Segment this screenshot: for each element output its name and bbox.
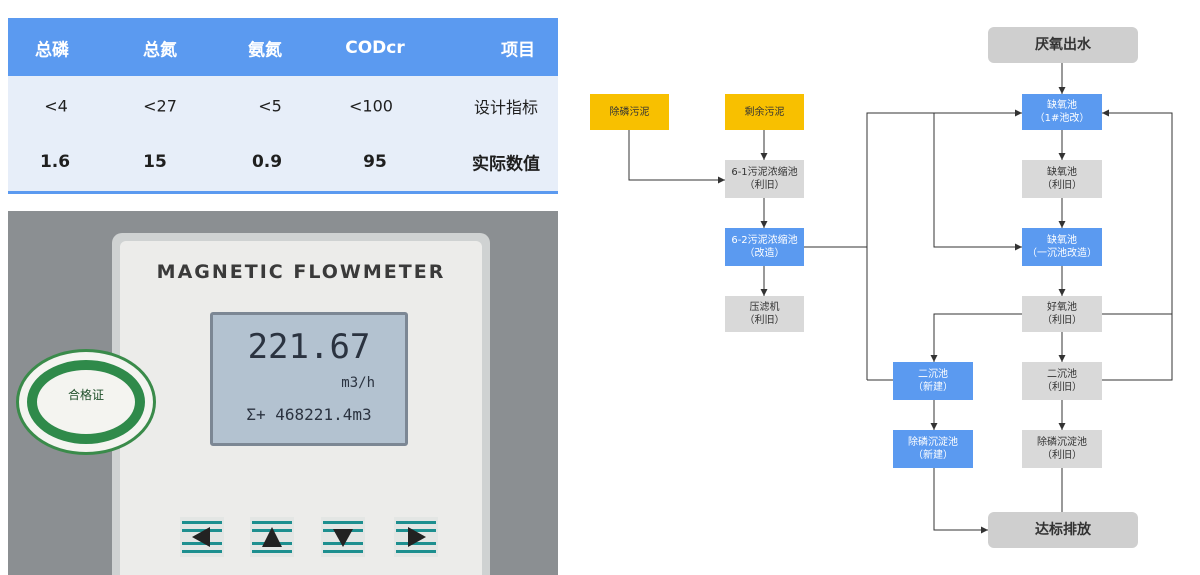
lcd-total-volume: Σ+ 468221.4m3 (246, 405, 372, 424)
treatment-data-table: 项目 CODcr 氨氮 总氮 总磷 设计指标 <100 <5 <27 <4 实际… (8, 18, 558, 194)
node-anoxic-2-title: 缺氧池 (1047, 167, 1077, 178)
node-anoxic-3: 缺氧池 （一沉池改造） (1022, 228, 1102, 266)
cell-design-total-phosphorus: <4 (44, 96, 68, 116)
up-arrow-button-icon (250, 517, 294, 557)
node-anaerobic-out-label: 厌氧出水 (1035, 36, 1091, 53)
cell-actual-ammonia: 0.9 (251, 152, 283, 172)
node-secondary-old-sub: （利旧） (1042, 382, 1082, 393)
node-secondary-old: 二沉池 （利旧） (1022, 362, 1102, 400)
node-discharge: 达标排放 (988, 512, 1138, 548)
left-arrow-button-icon (180, 517, 224, 557)
node-filter-press-title: 压滤机 (749, 302, 780, 313)
node-aerobic: 好氧池 （利旧） (1022, 296, 1102, 332)
row-actual-label: 实际数值 (472, 154, 540, 175)
certificate-seal: 合格证 (16, 349, 156, 455)
node-phosphorus-old-sub: （利旧） (1042, 450, 1082, 461)
node-phosphorus-new-title: 除磷沉淀池 (908, 437, 958, 448)
header-cod: CODcr (345, 38, 405, 58)
node-phosphorus-new-sub: （新建） (913, 450, 953, 461)
table-bottom-border (8, 191, 558, 194)
cell-design-ammonia: <5 (258, 96, 282, 116)
node-secondary-new-sub: （新建） (913, 382, 953, 393)
flowmeter-lcd: 221.67 m3/h Σ+ 468221.4m3 (210, 312, 408, 446)
node-anoxic-1: 缺氧池 （1#池改） (1022, 94, 1102, 130)
node-thickener-1: 6-1污泥浓缩池 （利旧） (725, 160, 804, 198)
cell-actual-cod: 95 (363, 152, 387, 172)
node-secondary-old-title: 二沉池 (1047, 369, 1077, 380)
node-phosphorus-sludge-label: 除磷污泥 (609, 106, 650, 118)
node-phosphorus-old: 除磷沉淀池 （利旧） (1022, 430, 1102, 468)
node-anoxic-1-sub: （1#池改） (1034, 113, 1090, 124)
node-filter-press-sub: （利旧） (744, 315, 785, 326)
node-phosphorus-new: 除磷沉淀池 （新建） (893, 430, 973, 468)
lcd-flow-rate: 221.67 (247, 327, 371, 367)
node-phosphorus-sludge: 除磷污泥 (590, 94, 669, 130)
arrow-sec-old-return (1102, 109, 1173, 381)
lcd-flow-unit: m3/h (341, 375, 375, 391)
cell-actual-total-nitrogen: 15 (143, 152, 167, 172)
node-anoxic-3-sub: （一沉池改造） (1027, 248, 1097, 259)
enter-arrow-button-icon (394, 517, 438, 557)
node-residual-sludge-label: 剩余污泥 (744, 106, 785, 118)
arrow-aerobic-to-sec-new (930, 313, 1022, 362)
node-thickener-2: 6-2污泥浓缩池 （改造） (725, 228, 804, 266)
arrow-p-new-to-discharge (933, 468, 988, 534)
node-anoxic-1-title: 缺氧池 (1047, 100, 1077, 111)
node-discharge-label: 达标排放 (1035, 521, 1091, 538)
arrow-return-to-anoxic1 (866, 109, 1022, 380)
node-aerobic-title: 好氧池 (1047, 302, 1077, 313)
node-anaerobic-out: 厌氧出水 (988, 27, 1138, 63)
table-header-row (8, 18, 558, 76)
node-anoxic-2-sub: （利旧） (1042, 180, 1082, 191)
arrow-psludge-to-thick1 (628, 130, 725, 184)
cell-design-total-nitrogen: <27 (143, 96, 177, 116)
node-thickener-1-title: 6-1污泥浓缩池 (731, 167, 798, 178)
header-ammonia: 氨氮 (248, 40, 282, 61)
header-item: 项目 (501, 40, 535, 61)
node-thickener-2-sub: （改造） (744, 248, 785, 259)
header-total-nitrogen: 总氮 (143, 40, 177, 61)
arrow-return-to-anoxic3 (933, 113, 1022, 251)
node-thickener-1-sub: （利旧） (744, 180, 785, 191)
line-thick2-to-bus (804, 113, 868, 248)
flowmeter-brand-label: MAGNETIC FLOWMETER (156, 261, 446, 283)
cell-actual-total-phosphorus: 1.6 (39, 152, 71, 172)
cell-design-cod: <100 (349, 96, 393, 116)
node-secondary-new: 二沉池 （新建） (893, 362, 973, 400)
node-aerobic-sub: （利旧） (1042, 315, 1082, 326)
node-phosphorus-old-title: 除磷沉淀池 (1037, 437, 1087, 448)
node-anoxic-3-title: 缺氧池 (1047, 235, 1077, 246)
row-design-label: 设计指标 (473, 98, 539, 117)
header-total-phosphorus: 总磷 (35, 40, 69, 61)
node-thickener-2-title: 6-2污泥浓缩池 (731, 235, 798, 246)
down-arrow-button-icon (321, 517, 365, 557)
node-filter-press: 压滤机 （利旧） (725, 296, 804, 332)
node-anoxic-2: 缺氧池 （利旧） (1022, 160, 1102, 198)
flowmeter-photo: MAGNETIC FLOWMETER 221.67 m3/h Σ+ 468221… (8, 211, 558, 575)
node-residual-sludge: 剩余污泥 (725, 94, 804, 130)
node-secondary-new-title: 二沉池 (918, 369, 948, 380)
seal-ring (27, 360, 145, 444)
seal-text: 合格证 (67, 388, 104, 402)
